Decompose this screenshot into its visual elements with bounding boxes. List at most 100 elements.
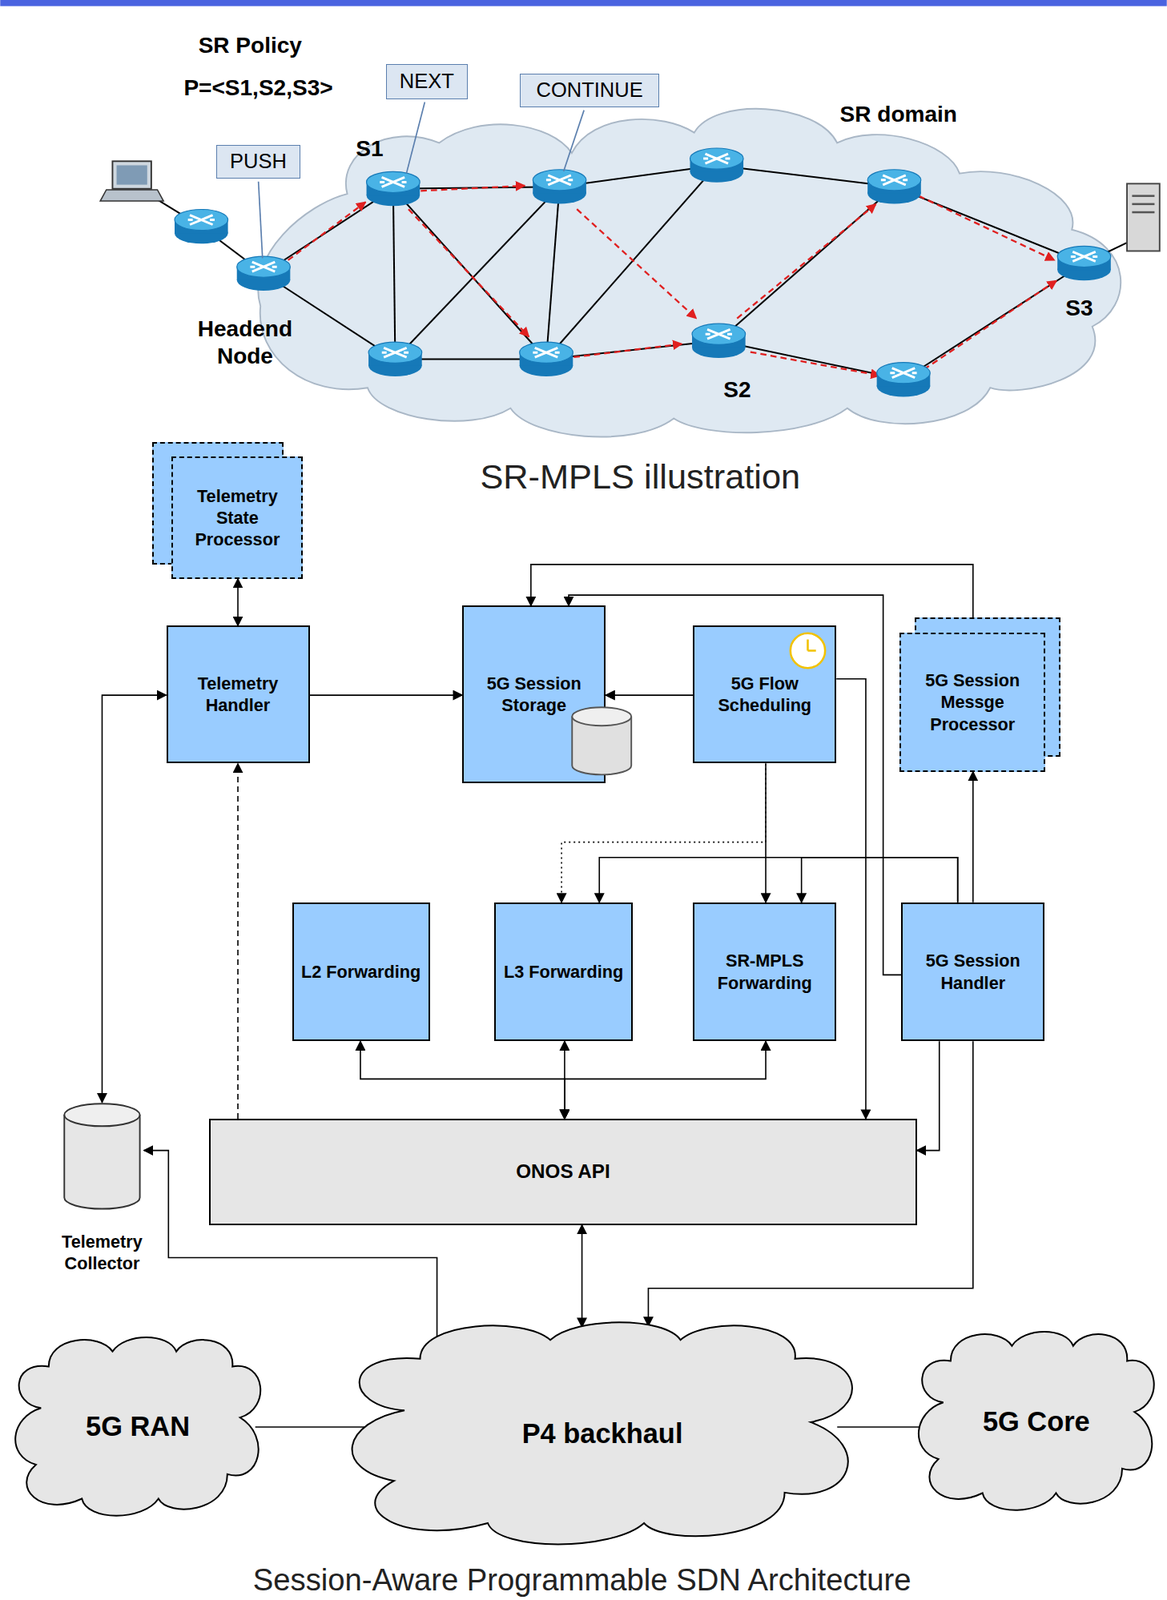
module-box-stacked: 5G Session Messge Processor bbox=[899, 632, 1046, 772]
node-name: Headend Node bbox=[189, 316, 302, 371]
connector bbox=[581, 1225, 584, 1328]
network-link bbox=[718, 186, 894, 341]
policy-title: SR Policy bbox=[198, 32, 302, 61]
segment-path-arrow bbox=[288, 201, 367, 261]
segment-path-arrow bbox=[573, 343, 682, 358]
server-icon bbox=[1131, 211, 1155, 214]
segment-path-arrow bbox=[923, 280, 1057, 370]
router-icon bbox=[692, 323, 746, 359]
node-text: 5G Session Messge Processor bbox=[899, 669, 1046, 735]
network-link bbox=[393, 189, 547, 360]
node-text: 5G Session Handler bbox=[902, 949, 1043, 994]
connector bbox=[837, 1426, 924, 1429]
module-box: Telemetry Handler bbox=[166, 625, 310, 764]
router-icon bbox=[368, 342, 423, 377]
database-node: Telemetry Collector bbox=[45, 1102, 158, 1277]
cloud-outline bbox=[918, 1331, 1155, 1511]
database-icon bbox=[571, 706, 632, 777]
laptop-icon bbox=[100, 189, 164, 202]
server-icon bbox=[1131, 194, 1155, 198]
server-icon bbox=[1126, 183, 1160, 251]
domain-name: SR domain bbox=[840, 100, 958, 129]
connector bbox=[309, 694, 463, 697]
connector bbox=[972, 772, 974, 903]
segment-name: S3 bbox=[1065, 294, 1093, 322]
node-text: L3 Forwarding bbox=[497, 961, 629, 983]
connector bbox=[564, 1041, 766, 1119]
laptop-icon bbox=[100, 160, 164, 202]
callout-leader bbox=[258, 181, 263, 259]
laptop-icon bbox=[112, 160, 151, 189]
callout-box: CONTINUE bbox=[519, 73, 660, 108]
network-cloud: P4 backhaul bbox=[342, 1316, 863, 1552]
node-text: 5G RAN bbox=[79, 1409, 196, 1445]
network-cloud: 5G Core bbox=[913, 1327, 1159, 1517]
node-text: PUSH bbox=[223, 148, 293, 175]
sr-domain-cloud bbox=[257, 108, 1121, 438]
connector bbox=[801, 857, 958, 903]
network-link bbox=[393, 189, 396, 360]
node-text: Telemetry Handler bbox=[168, 672, 309, 717]
server-icon bbox=[1131, 203, 1155, 206]
callout-leader bbox=[563, 110, 584, 172]
top-bar bbox=[0, 0, 1167, 7]
connector bbox=[605, 694, 693, 697]
module-box: 5G Session Handler bbox=[901, 902, 1045, 1042]
network-link bbox=[903, 263, 1085, 380]
sr-domain-cloud bbox=[257, 108, 1121, 438]
router-icon bbox=[174, 148, 1111, 397]
node-text: L2 Forwarding bbox=[294, 961, 427, 983]
server-icon bbox=[1126, 183, 1160, 251]
segment-path-arrow bbox=[576, 209, 697, 318]
callout-box: NEXT bbox=[386, 64, 468, 99]
connector bbox=[237, 579, 239, 627]
node-text: ONOS API bbox=[510, 1159, 617, 1184]
network-link bbox=[718, 341, 904, 380]
figure-caption: SR-MPLS illustration bbox=[479, 455, 801, 498]
router-icon bbox=[174, 209, 229, 244]
segment-path-arrow bbox=[420, 185, 525, 191]
connector bbox=[917, 1041, 940, 1151]
node-text: Telemetry State Processor bbox=[171, 485, 303, 551]
router-icon bbox=[867, 169, 922, 205]
connector bbox=[237, 763, 239, 1119]
router-icon bbox=[237, 256, 291, 291]
connector bbox=[561, 763, 766, 902]
node-text: 5G Session Storage bbox=[463, 672, 604, 717]
cloud-outline bbox=[15, 1336, 261, 1516]
router-icon bbox=[532, 169, 587, 205]
segment-path-arrow bbox=[918, 196, 1055, 261]
node-text: CONTINUE bbox=[530, 77, 649, 104]
callout-leader bbox=[406, 101, 425, 174]
network-link bbox=[151, 164, 1134, 380]
router-icon bbox=[877, 362, 931, 398]
connector bbox=[836, 679, 866, 1119]
module-box-stacked: Telemetry State Processor bbox=[171, 456, 303, 580]
segment-name: S2 bbox=[723, 376, 751, 404]
router-icon bbox=[519, 342, 574, 377]
node-text: 5G Flow Scheduling bbox=[694, 672, 835, 717]
policy-segments: P=<S1,S2,S3> bbox=[183, 74, 333, 102]
top-bar bbox=[0, 0, 1167, 7]
router-icon bbox=[366, 171, 421, 206]
router-icon bbox=[1057, 245, 1111, 281]
network-link bbox=[546, 186, 560, 359]
module-box: L3 Forwarding bbox=[494, 902, 633, 1042]
figure-caption: Session-Aware Programmable SDN Architect… bbox=[253, 1561, 912, 1599]
connector bbox=[599, 857, 958, 903]
node-text: NEXT bbox=[393, 68, 460, 95]
segment-path-arrow bbox=[736, 204, 876, 319]
segment-name: S1 bbox=[355, 135, 383, 163]
module-box: 5G Flow Scheduling bbox=[692, 625, 837, 764]
network-link bbox=[394, 186, 560, 359]
api-bar: ONOS API bbox=[209, 1118, 917, 1226]
laptop-icon bbox=[116, 164, 148, 185]
connector bbox=[101, 695, 166, 1103]
node-text: SR-MPLS Forwarding bbox=[694, 949, 835, 994]
database-icon bbox=[63, 1102, 141, 1211]
segment-path-arrow bbox=[750, 352, 881, 376]
network-cloud: 5G RAN bbox=[10, 1332, 266, 1522]
connector bbox=[360, 1041, 565, 1119]
connector bbox=[255, 1426, 368, 1429]
callout-box: PUSH bbox=[216, 144, 301, 179]
